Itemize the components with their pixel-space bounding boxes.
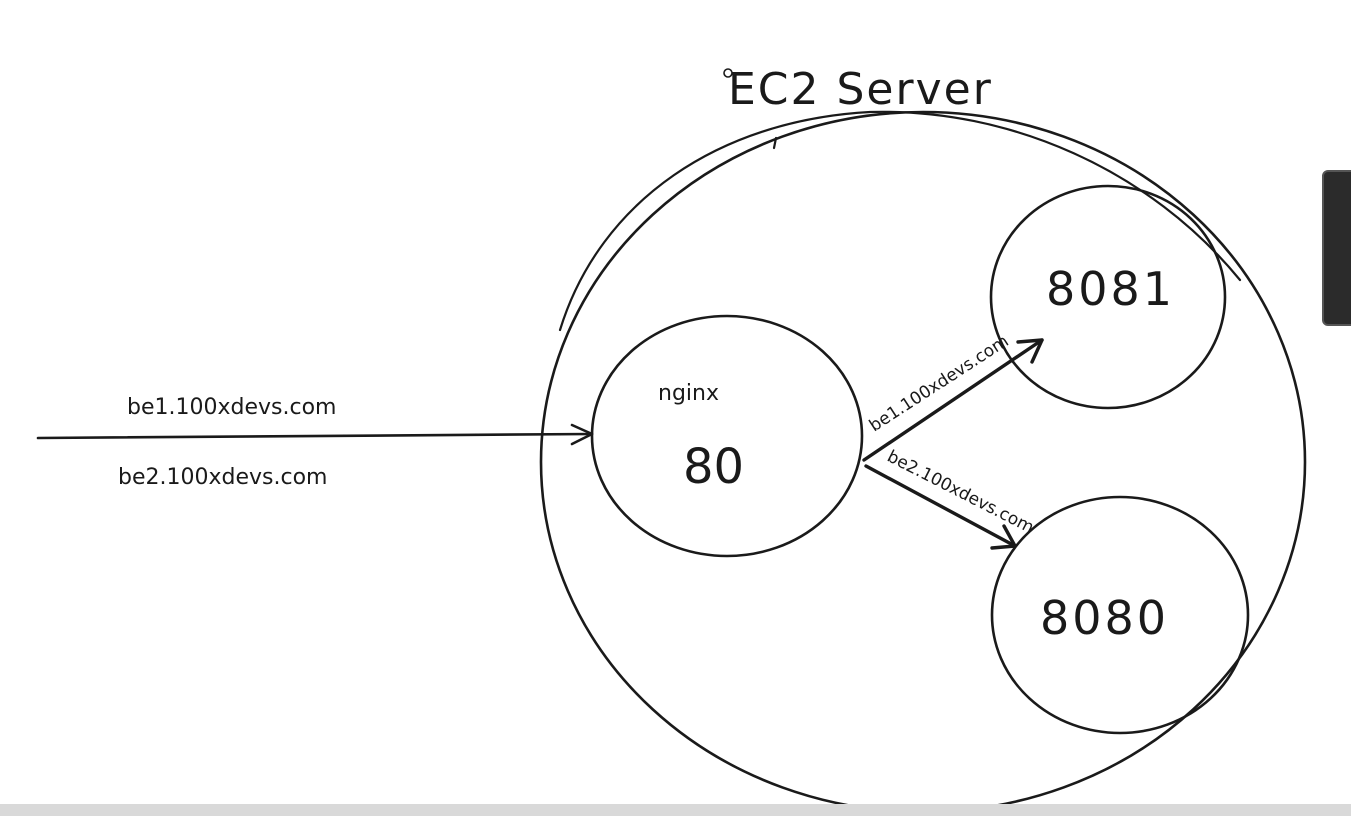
ec2-title: EC2 Server — [723, 64, 993, 115]
nginx-port: 80 — [683, 439, 744, 495]
ec2-server-title: EC2 Server — [728, 64, 993, 115]
backend-8080-port: 8080 — [1040, 591, 1169, 645]
incoming-label-be2: be2.100xdevs.com — [118, 465, 327, 490]
backend-8080-node: 8080 — [990, 495, 1250, 735]
incoming-arrow — [36, 423, 594, 446]
route-arrow-8081 — [862, 338, 1044, 462]
backend-8081-port: 8081 — [1046, 262, 1175, 316]
route-arrow-8080 — [864, 464, 1017, 550]
bottom-scrollbar[interactable] — [0, 804, 1351, 816]
nginx-node: nginx 80 — [590, 314, 864, 558]
nginx-label: nginx — [658, 381, 719, 406]
video-thumbnail[interactable] — [1322, 170, 1351, 326]
route-label-be2: be2.100xdevs.com — [884, 447, 1037, 538]
route-label-be1: be1.100xdevs.com — [866, 331, 1013, 436]
backend-8081-node: 8081 — [989, 184, 1227, 410]
incoming-label-be1: be1.100xdevs.com — [127, 395, 336, 420]
